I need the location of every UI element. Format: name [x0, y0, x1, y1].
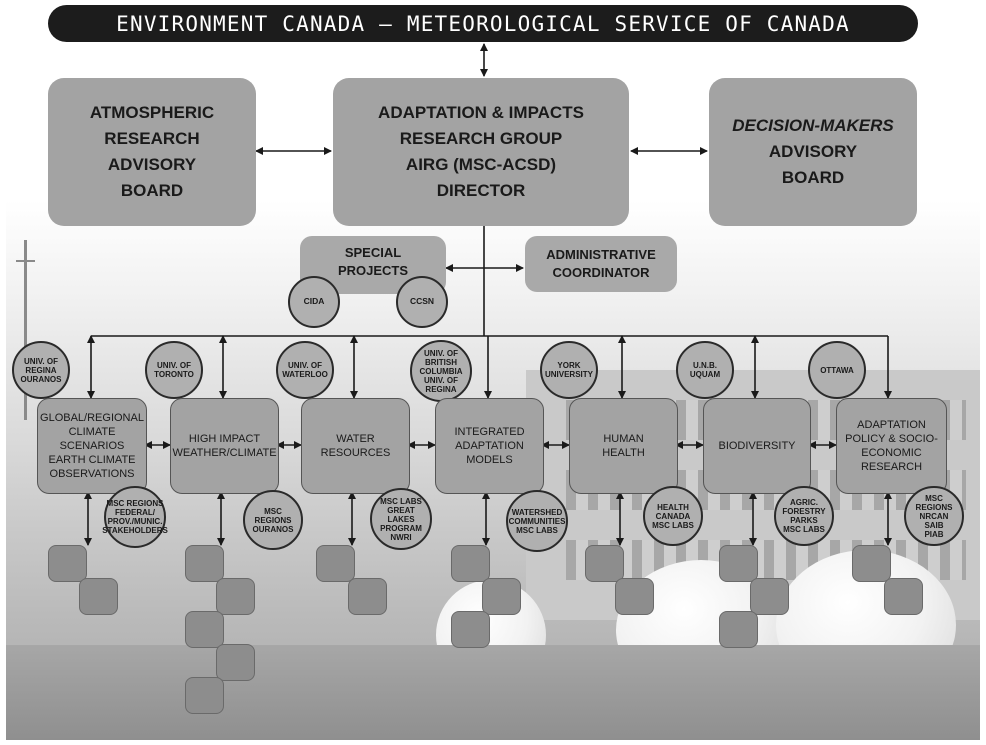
airg-line-4: DIRECTOR: [436, 181, 526, 200]
placeholder-square: [750, 578, 789, 615]
group-box-high-impact-weather: HIGH IMPACT WEATHER/CLIMATE: [170, 398, 279, 494]
placeholder-square: [585, 545, 624, 582]
cida-circle: CIDA: [288, 276, 340, 328]
admin-line-2: COORDINATOR: [552, 265, 650, 280]
airg-line-2: RESEARCH GROUP: [399, 129, 563, 148]
placeholder-square: [185, 611, 224, 648]
university-circle: UNIV. OF BRITISH COLUMBIA UNIV. OF REGIN…: [410, 340, 472, 402]
placeholder-square: [216, 578, 255, 615]
decision-makers-advisory-board: DECISION-MAKERS ADVISORY BOARD: [709, 78, 917, 226]
ccsn-label: CCSN: [409, 296, 435, 307]
placeholder-square: [482, 578, 521, 615]
atmospheric-line-2: RESEARCH: [104, 129, 200, 148]
university-circle: YORK UNIVERSITY: [540, 341, 598, 399]
placeholder-square: [316, 545, 355, 582]
group-box-integrated-adaptation: INTEGRATED ADAPTATION MODELS: [435, 398, 544, 494]
group-box-water-resources: WATER RESOURCES: [301, 398, 410, 494]
airg-line-3: AIRG (MSC-ACSD): [405, 155, 557, 174]
special-projects-line-2: PROJECTS: [337, 263, 409, 278]
partner-circle: WATERSHED COMMUNITIES MSC LABS: [506, 490, 568, 552]
placeholder-square: [79, 578, 118, 615]
university-circle: UNIV. OF WATERLOO: [276, 341, 334, 399]
placeholder-square: [216, 644, 255, 681]
placeholder-square: [451, 545, 490, 582]
university-circle: UNIV. OF REGINA OURANOS: [12, 341, 70, 399]
placeholder-square: [185, 545, 224, 582]
placeholder-square: [719, 545, 758, 582]
decision-line-1: DECISION-MAKERS: [732, 116, 894, 135]
partner-circle: MSC REGIONS OURANOS: [243, 490, 303, 550]
special-projects-line-1: SPECIAL: [344, 245, 402, 260]
airg-line-1: ADAPTATION & IMPACTS: [378, 103, 584, 122]
atmospheric-research-advisory-board: ATMOSPHERIC RESEARCH ADVISORY BOARD: [48, 78, 256, 226]
placeholder-square: [615, 578, 654, 615]
admin-line-1: ADMINISTRATIVE: [546, 247, 656, 262]
placeholder-square: [884, 578, 923, 615]
atmospheric-line-3: ADVISORY: [107, 155, 197, 174]
placeholder-square: [719, 611, 758, 648]
decision-line-2: ADVISORY: [768, 142, 858, 161]
placeholder-square: [852, 545, 891, 582]
partner-circle: MSC REGIONS FEDERAL/ PROV./MUNIC. STAKEH…: [102, 486, 168, 548]
cida-label: CIDA: [303, 296, 325, 307]
partner-circle: MSC LABS GREAT LAKES PROGRAM NWRI: [370, 488, 432, 550]
university-circle: UNIV. OF TORONTO: [145, 341, 203, 399]
group-box-human-health: HUMAN HEALTH: [569, 398, 678, 494]
university-circle: U.N.B. UQUAM: [676, 341, 734, 399]
administrative-coordinator-box: ADMINISTRATIVE COORDINATOR: [525, 236, 677, 292]
partner-circle: HEALTH CANADA MSC LABS: [643, 486, 703, 546]
group-box-global-regional-climate: GLOBAL/REGIONAL CLIMATE SCENARIOS EARTH …: [37, 398, 147, 494]
ccsn-circle: CCSN: [396, 276, 448, 328]
group-box-biodiversity: BIODIVERSITY: [703, 398, 811, 494]
organization-title-banner: ENVIRONMENT CANADA — METEOROLOGICAL SERV…: [48, 5, 918, 42]
placeholder-square: [185, 677, 224, 714]
group-box-adaptation-policy: ADAPTATION POLICY & SOCIO- ECONOMIC RESE…: [836, 398, 947, 494]
partner-circle: AGRIC. FORESTRY PARKS MSC LABS: [774, 486, 834, 546]
placeholder-square: [48, 545, 87, 582]
placeholder-square: [348, 578, 387, 615]
university-circle: OTTAWA: [808, 341, 866, 399]
airg-director-box: ADAPTATION & IMPACTS RESEARCH GROUP AIRG…: [333, 78, 629, 226]
atmospheric-line-1: ATMOSPHERIC: [89, 103, 215, 122]
placeholder-square: [451, 611, 490, 648]
decision-line-3: BOARD: [781, 168, 845, 187]
partner-circle: MSC REGIONS NRCAN SAIB PIAB: [904, 486, 964, 546]
atmospheric-line-4: BOARD: [120, 181, 184, 200]
